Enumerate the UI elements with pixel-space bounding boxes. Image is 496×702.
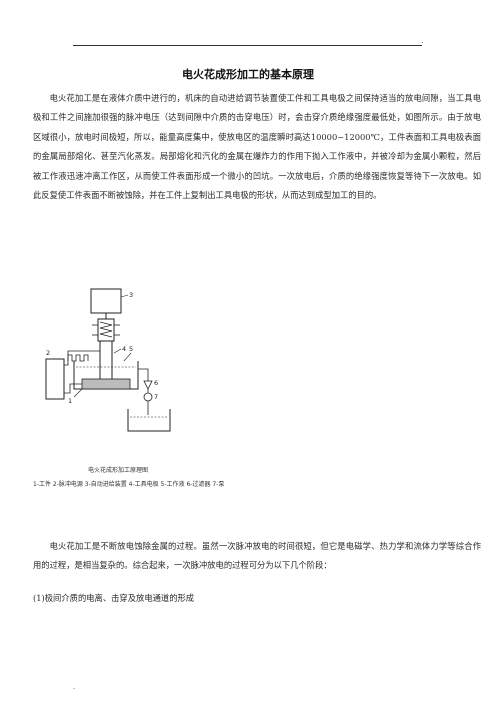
workpiece — [81, 378, 131, 390]
tool-electrode — [99, 340, 113, 386]
header-rule — [73, 45, 422, 46]
label-4: 4 — [122, 345, 126, 353]
spring-coil — [99, 321, 113, 338]
caption-legend: 1-工件 2-脉冲电源 3-自动进给装置 4-工具电极 5-工作液 6-过滤器 … — [33, 481, 225, 488]
pulse-power-supply — [45, 358, 65, 400]
wire-to-electrode — [64, 350, 100, 366]
leader-3 — [120, 294, 129, 298]
edm-principle-diagram: 3 4 5 1 2 6 7 — [45, 288, 171, 432]
label-2: 2 — [46, 349, 50, 357]
wire-to-workpiece — [64, 383, 82, 394]
pump — [143, 392, 153, 402]
filter — [143, 380, 153, 390]
pulse-waveform — [67, 354, 89, 362]
label-3: 3 — [129, 291, 133, 299]
caption-title: 电火花成形加工原理图 — [88, 467, 149, 474]
return-pipe — [138, 368, 149, 381]
paragraph-process: 电火花加工是不断放电蚀除金属的过程。虽然一次脉冲放电的时间很短，但它是电磁学、热… — [33, 541, 481, 571]
label-1: 1 — [68, 397, 72, 405]
label-5: 5 — [129, 345, 133, 353]
header-mark: . — [421, 36, 424, 45]
label-6: 6 — [154, 379, 158, 387]
footer-mark: . — [73, 683, 76, 691]
section-heading-1: (1)极间介质的电离、击穿及放电通道的形成 — [33, 593, 195, 603]
feed-device-box — [90, 288, 122, 314]
paragraph-intro: 电火花加工是在液体介质中进行的，机床的自动进给调节装置使工件和工具电极之间保持适… — [33, 93, 481, 201]
fluid-reservoir — [127, 409, 171, 432]
label-7: 7 — [154, 393, 158, 401]
page-title: 电火花成形加工的基本原理 — [182, 68, 314, 81]
